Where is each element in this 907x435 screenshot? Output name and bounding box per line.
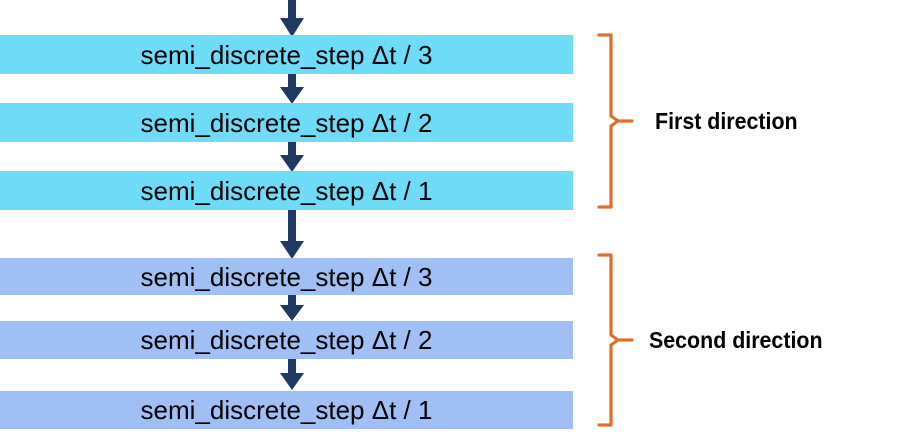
arrow-b1-b2	[279, 295, 305, 322]
step-label: semi_discrete_step Δt / 2	[140, 325, 433, 355]
step-box-a3[interactable]: semi_discrete_step Δt / 1	[0, 171, 573, 210]
arrow-a3-b1	[279, 210, 305, 260]
step-box-a2[interactable]: semi_discrete_step Δt / 2	[0, 103, 573, 142]
step-label: semi_discrete_step Δt / 3	[140, 261, 433, 292]
step-box-b3[interactable]: semi_discrete_step Δt / 1	[0, 391, 573, 429]
arrow-a1-a2	[279, 74, 305, 105]
label-second-direction: Second direction	[649, 327, 823, 353]
step-box-a1[interactable]: semi_discrete_step Δt / 3	[0, 35, 573, 74]
brace-first-direction	[592, 33, 636, 209]
label-first-direction: First direction	[655, 108, 798, 134]
brace-second-direction	[592, 253, 636, 427]
step-label: semi_discrete_step Δt / 1	[140, 175, 433, 206]
step-box-b2[interactable]: semi_discrete_step Δt / 2	[0, 321, 573, 359]
step-label: semi_discrete_step Δt / 3	[140, 39, 433, 70]
step-label: semi_discrete_step Δt / 1	[140, 395, 433, 425]
arrow-a2-a3	[279, 142, 305, 173]
arrow-b2-b3	[279, 359, 305, 391]
arrow-into-group-a-step-1	[279, 0, 305, 38]
step-box-b1[interactable]: semi_discrete_step Δt / 3	[0, 258, 573, 295]
step-label: semi_discrete_step Δt / 2	[140, 107, 433, 138]
